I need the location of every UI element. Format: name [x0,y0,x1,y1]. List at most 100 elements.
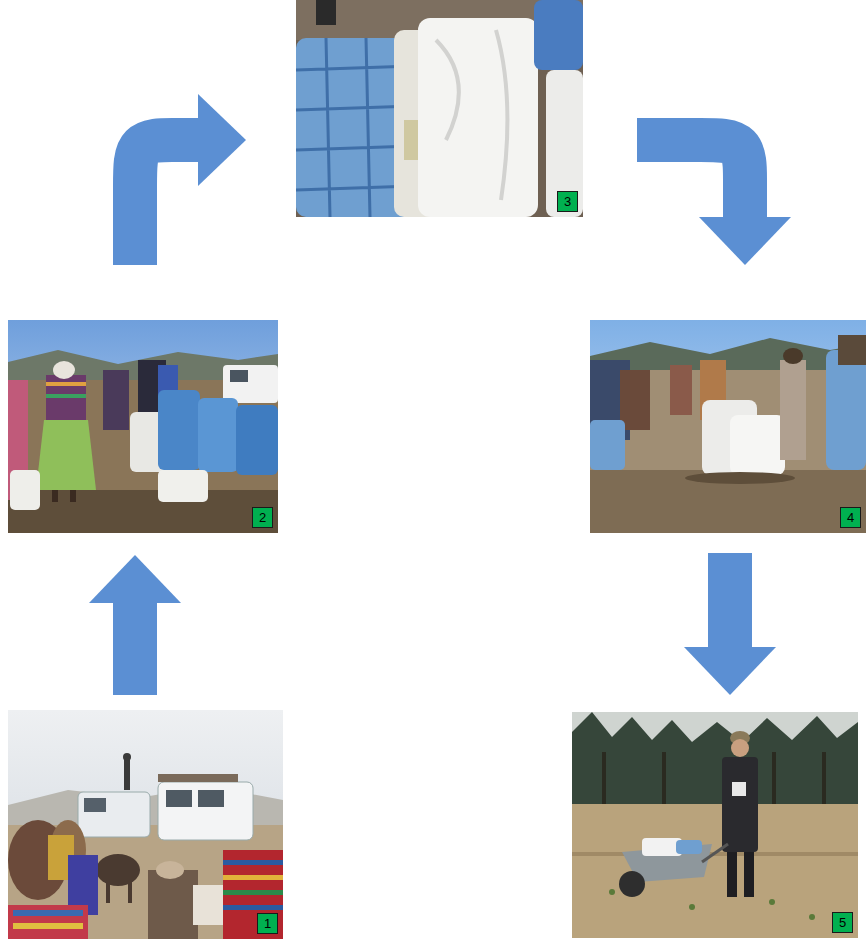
photo-panel: 4 [590,320,866,533]
photo-market-crowd [8,710,283,939]
photo-detail [822,752,826,807]
photo-detail [670,365,692,415]
photo-detail [106,875,110,903]
photo-detail [84,798,106,812]
photo-detail [128,875,132,903]
arrow-shaft [708,553,752,647]
photo-detail [572,804,858,938]
photo-detail [296,0,583,217]
photo-detail [590,338,866,372]
arrow-head [684,647,776,695]
photo-detail [223,850,283,939]
photo-detail [78,792,150,837]
photo-detail [46,382,86,386]
photo-detail [783,348,803,364]
photo-detail [685,472,795,484]
photo-detail [590,320,866,533]
photo-detail [732,782,746,796]
photo-detail [53,361,75,379]
photo-detail [418,18,538,217]
photo-detail [590,470,866,533]
photo-detail [193,885,223,925]
photo-detail [158,774,238,782]
photo-detail [36,420,96,490]
photo-detail [223,905,283,910]
photo-sacks-market [8,320,278,533]
block-arrow [135,94,246,265]
photo-detail [769,899,775,905]
photo-detail [223,365,278,403]
callout-number: 4 [840,507,861,528]
arrow-shaft [637,140,745,217]
arrow-shaft [135,140,198,265]
photo-detail [158,390,200,470]
photo-detail [676,840,702,854]
photo-detail [722,757,758,852]
photo-detail [572,712,858,742]
photo-detail [223,875,283,880]
photo-detail [70,490,76,502]
photo-detail [436,30,507,200]
photo-detail [13,910,83,916]
photo-detail [96,854,140,886]
photo-detail [123,753,131,761]
photo-detail [46,394,86,398]
arrow-head [198,94,246,186]
photo-wheelbarrow [572,712,858,938]
callout-number: 1 [257,913,278,934]
photo-detail [602,752,606,807]
photo-detail [826,350,866,470]
photo-detail [10,470,40,510]
photo-detail [772,752,776,807]
photo-detail [223,860,283,865]
photo-detail [730,415,785,475]
photo-panel: 5 [572,712,858,938]
photo-detail [689,904,695,910]
block-arrow [89,555,181,695]
photo-sacks-ground [590,320,866,533]
photo-detail [572,712,858,938]
photo-detail [662,752,666,807]
photo-detail [619,871,645,897]
arrow-shaft [113,603,157,695]
photo-detail [103,370,129,430]
photo-detail [236,405,278,475]
photo-panel: 2 [8,320,278,533]
photo-detail [166,790,192,807]
photo-detail [52,490,58,502]
photo-detail [124,760,130,790]
photo-detail [702,844,728,862]
arrow-head [89,555,181,603]
photo-sacks-closeup [296,0,583,217]
photo-detail [546,70,583,217]
photo-detail [620,370,650,430]
photo-detail [8,490,278,533]
photo-detail [148,870,198,939]
photo-detail [8,905,88,939]
photo-detail [46,375,86,425]
arrow-head [699,217,791,265]
photo-detail [198,398,238,472]
photo-panel: 3 [296,0,583,217]
photo-detail [158,470,208,502]
callout-number: 3 [557,191,578,212]
block-arrow [637,140,791,265]
photo-panel: 1 [8,710,283,939]
photo-detail [230,370,248,382]
photo-detail [198,790,224,807]
photo-detail [534,0,583,70]
photo-detail [8,710,283,939]
photo-detail [13,923,83,929]
photo-detail [156,861,184,879]
photo-detail [838,335,866,365]
photo-detail [223,890,283,895]
photo-detail [609,889,615,895]
callout-number: 5 [832,912,853,933]
photo-detail [590,370,866,533]
photo-detail [572,712,858,807]
photo-detail [158,782,253,840]
photo-detail [780,360,806,460]
photo-detail [744,852,754,897]
